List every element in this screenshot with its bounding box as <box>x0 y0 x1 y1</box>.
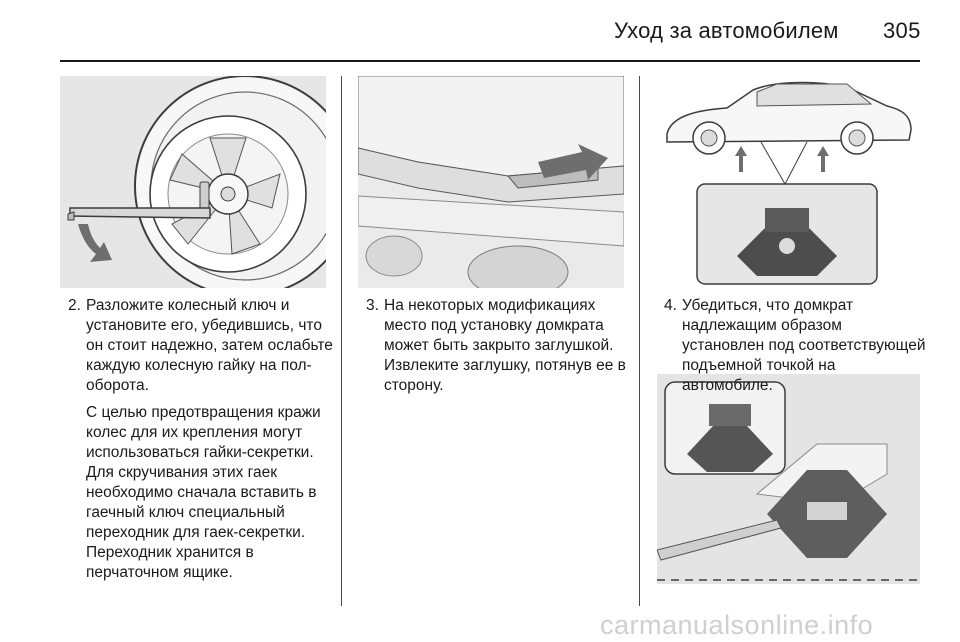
step-text: Убедиться, что домкрат надлежащим образо… <box>682 297 926 394</box>
column-divider-1 <box>341 76 342 606</box>
header-rule <box>60 60 920 62</box>
step-2: 2. Разложите колесный ключ и установите … <box>68 296 336 583</box>
figure-jack-point-cover <box>358 76 624 288</box>
watermark: carmanualsonline.info <box>600 610 874 640</box>
page-number: 305 <box>883 18 921 43</box>
jack-detail-illustration <box>657 374 920 584</box>
step-note: С целью предотвращения кражи колес для и… <box>86 404 321 581</box>
step-text: На некоторых модификациях место под уста… <box>384 297 626 394</box>
column-divider-2 <box>639 76 640 606</box>
page-header-title: Уход за автомобилем <box>614 18 839 43</box>
wheel-wrench-illustration <box>67 76 326 288</box>
figure-jack-detail <box>657 374 920 584</box>
figure-car-on-jack <box>657 76 920 288</box>
step-text: Разложите колесный ключ и установите его… <box>86 297 333 394</box>
step-number: 2. <box>68 297 81 314</box>
figure-wheel-wrench <box>60 76 326 288</box>
step-number: 4. <box>664 297 677 314</box>
jack-point-cover-illustration <box>358 76 624 288</box>
step-number: 3. <box>366 297 379 314</box>
step-4: 4. Убедиться, что домкрат надлежащим обр… <box>664 296 926 396</box>
car-jack-illustration <box>666 81 912 285</box>
step-3: 3. На некоторых модификациях место под у… <box>366 296 634 396</box>
